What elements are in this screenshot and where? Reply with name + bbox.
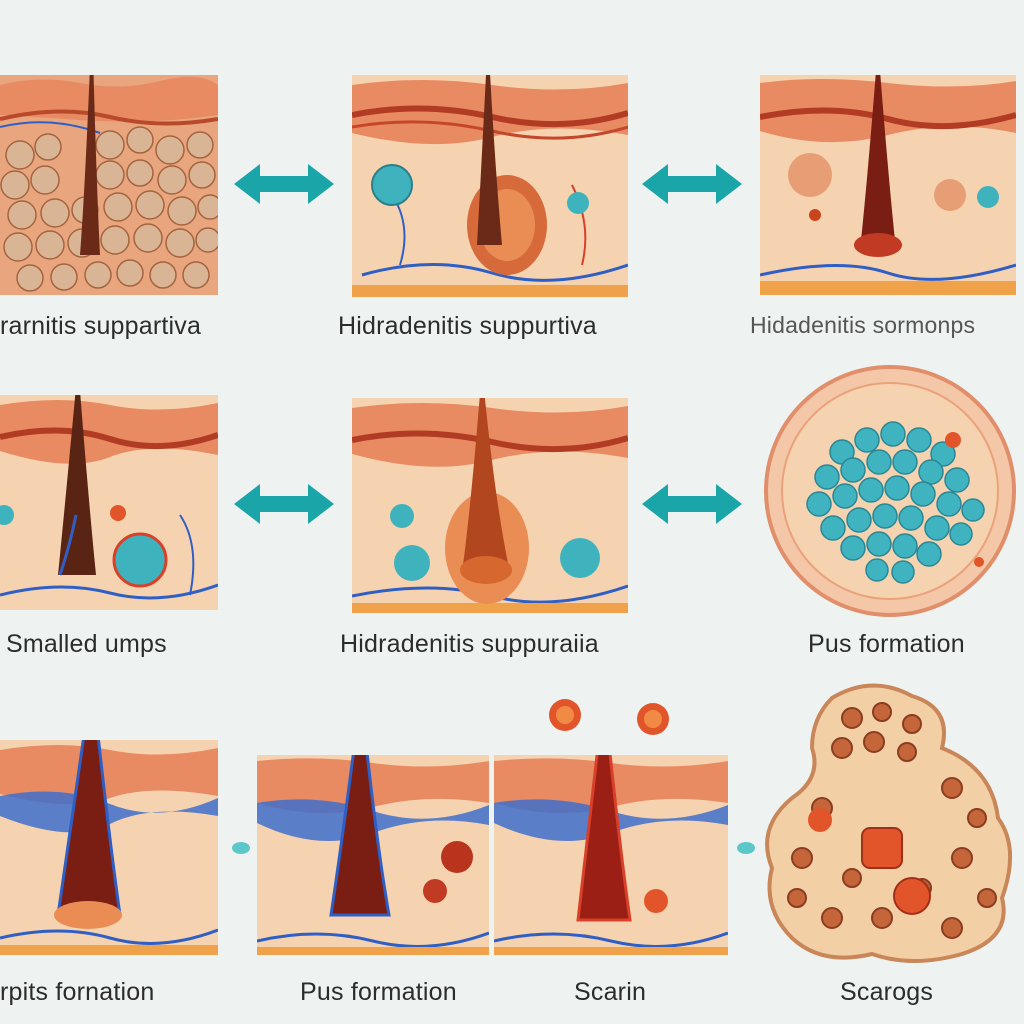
caption-r2c2: Hidradenitis suppuraiia [340,630,599,658]
caption-r1c2: Hidradenitis suppurtiva [338,312,597,340]
panel-nodule-skin [0,75,218,295]
panel-small-lumps [0,395,218,610]
caption-r1c1: rarnitis suppartiva [0,312,202,340]
scar-tissue-illustration [765,683,1012,963]
panel-follicle-cysts [352,398,628,613]
double-arrow-icon-r2b [642,484,742,524]
double-arrow-icon-r2a [234,484,334,524]
pus-formation-illustration [257,755,489,955]
pus-lesion-illustration [764,365,1016,617]
panel-scar-tissue [762,678,1020,968]
scarring-illustration [494,755,728,955]
panel-armpit-follicle [0,740,218,955]
caption-r3c2: Pus formation [300,978,457,1006]
caption-r2c3: Pus formation [808,630,965,658]
inflamed-follicle-illustration [352,75,628,297]
double-arrow-icon-r1b [642,164,742,204]
panel-pus-formation [257,755,489,955]
deep-follicle-illustration [760,75,1016,295]
panel-pus-lesion [757,362,1023,620]
inflammation-cell-icon-b [637,703,669,735]
caption-r2c1: Smalled umps [6,630,167,658]
double-arrow-icon-r1a [234,164,334,204]
inflammation-cell-icon-a [549,699,581,731]
caption-r3c4: Scarogs [840,978,934,1006]
panel-scarring [494,755,728,955]
dot-marker-r3a [232,842,250,854]
armpit-follicle-illustration [0,740,218,955]
caption-r3c3: Scarin [574,978,647,1006]
panel-deep-follicle [760,75,1016,295]
caption-r1c3: Hidadenitis sormonps [750,312,976,338]
skin-with-nodules-illustration [0,75,218,295]
follicle-cysts-illustration [352,398,628,613]
small-lumps-illustration [0,395,218,610]
caption-r3c1: rpits fornation [0,978,155,1006]
panel-inflamed-follicle [352,75,628,297]
dot-marker-r3b [737,842,755,854]
